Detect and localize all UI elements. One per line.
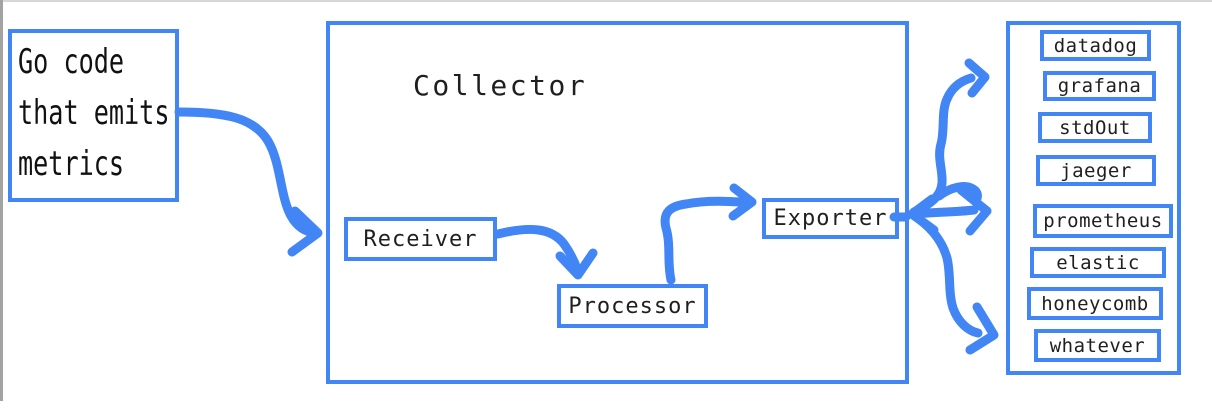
- dest-box-grafana: grafana: [1043, 71, 1156, 101]
- processor-label: Processor: [568, 293, 697, 319]
- dest-box-jaeger: jaeger: [1036, 155, 1156, 186]
- source-text-line-1: Go code: [18, 42, 125, 82]
- dest-box-elastic: elastic: [1030, 247, 1166, 278]
- processor-box: Processor: [557, 284, 708, 328]
- receiver-box: Receiver: [344, 217, 497, 261]
- dest-label-jaeger: jaeger: [1060, 159, 1132, 182]
- dest-box-stdout: stdOut: [1038, 112, 1152, 143]
- source-text-line-3: metrics: [18, 144, 125, 184]
- arrow-fan-middle: [908, 185, 992, 236]
- source-text-line-2: that emits: [18, 93, 170, 133]
- arrow-source-to-receiver: [174, 107, 323, 257]
- dest-box-whatever: whatever: [1034, 329, 1161, 362]
- source-box: Go code that emits metrics: [8, 29, 179, 202]
- source-text: Go code that emits metrics: [18, 37, 169, 190]
- dest-label-stdout: stdOut: [1059, 116, 1131, 139]
- arrow-fan-top: [909, 58, 990, 217]
- dest-label-honeycomb: honeycomb: [1041, 292, 1149, 315]
- exporter-box: Exporter: [762, 198, 899, 239]
- exporter-label: Exporter: [773, 206, 888, 231]
- dest-label-prometheus: prometheus: [1043, 210, 1163, 232]
- arrow-fan-bottom: [908, 210, 999, 355]
- receiver-label: Receiver: [363, 226, 478, 252]
- dest-label-whatever: whatever: [1049, 334, 1146, 357]
- dest-box-datadog: datadog: [1040, 30, 1151, 61]
- dest-box-prometheus: prometheus: [1033, 204, 1173, 238]
- left-border-line: [0, 0, 3, 401]
- dest-label-grafana: grafana: [1057, 75, 1142, 97]
- arrow-fan-middle-curl: [934, 182, 982, 206]
- top-border-line: [0, 0, 1212, 2]
- collector-title: Collector: [413, 69, 588, 102]
- dest-label-datadog: datadog: [1053, 34, 1138, 57]
- dest-box-honeycomb: honeycomb: [1027, 287, 1163, 320]
- dest-label-elastic: elastic: [1056, 251, 1140, 274]
